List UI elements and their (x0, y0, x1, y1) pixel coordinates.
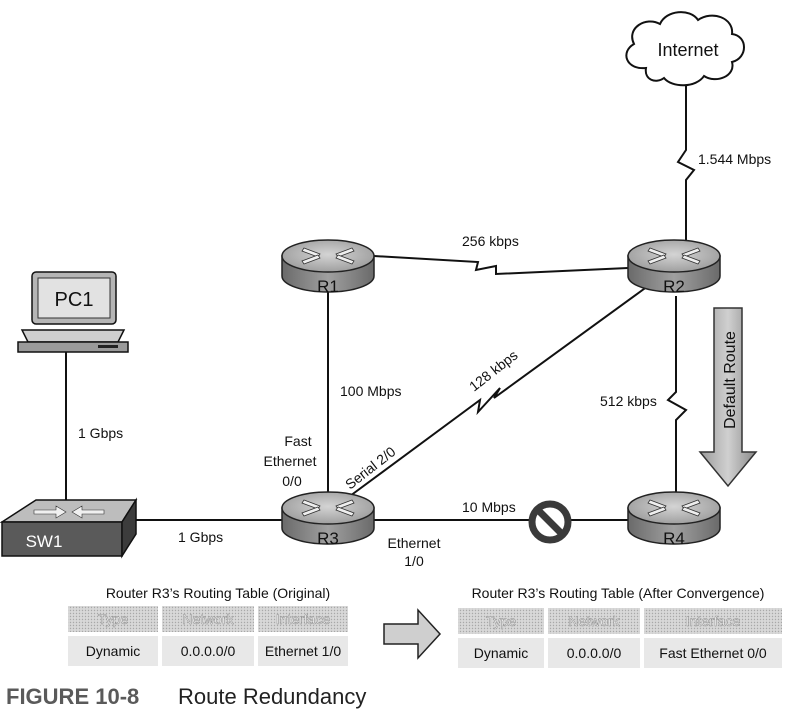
pc1-label: PC1 (55, 289, 94, 311)
table-cell-interface: Fast Ethernet 0/0 (659, 645, 767, 661)
table-header-type: Type (486, 613, 517, 629)
blocked-icon (528, 500, 572, 544)
interface-ethernet-line1: Ethernet (388, 535, 441, 551)
link-r1-r2 (373, 255, 629, 276)
default-route-label: Default Route (722, 331, 739, 429)
pc1: PC1 (17, 271, 129, 353)
router-r4-label: R4 (663, 529, 685, 548)
router-r2-label: R2 (663, 277, 685, 296)
interface-fast-ethernet-line3: 0/0 (282, 473, 302, 489)
table-title: Router R3’s Routing Table (After Converg… (472, 585, 765, 601)
router-r1: R1 (281, 239, 375, 296)
right-arrow-icon (383, 608, 442, 660)
sw1-label: SW1 (26, 532, 63, 551)
router-r2: R2 (627, 239, 721, 296)
interface-serial: Serial 2/0 (342, 443, 399, 492)
table-header-type: Type (98, 611, 129, 627)
link-label-internet-r2: 1.544 Mbps (698, 151, 771, 167)
link-internet-r2 (676, 84, 696, 240)
link-label-r2-r4: 512 kbps (600, 393, 657, 409)
link-r3-r2 (349, 285, 649, 497)
table-cell-network: 0.0.0.0/0 (181, 643, 236, 659)
internet-cloud: Internet (625, 11, 745, 87)
interface-ethernet-line2: 1/0 (404, 553, 424, 569)
links (65, 84, 696, 521)
switch-sw1: SW1 (0, 497, 138, 559)
table-title: Router R3’s Routing Table (Original) (106, 585, 330, 601)
down-arrow-icon (698, 307, 758, 488)
table-cell-network: 0.0.0.0/0 (567, 645, 622, 661)
caption-label: FIGURE 10-8 (6, 684, 139, 709)
switch-icon (0, 497, 138, 559)
table-cell-interface: Ethernet 1/0 (265, 643, 341, 659)
table-cell-type: Dynamic (474, 645, 528, 661)
interface-fast-ethernet-line1: Fast (284, 433, 311, 449)
link-label-sw1-r3: 1 Gbps (178, 529, 223, 545)
link-label-pc1-sw1: 1 Gbps (78, 425, 123, 441)
caption-title: Route Redundancy (178, 684, 366, 709)
computer-icon (17, 271, 129, 353)
cloud-icon (625, 11, 745, 87)
link-label-r3-r2: 128 kbps (466, 347, 521, 395)
router-r3-label: R3 (317, 529, 339, 548)
router-r1-label: R1 (317, 277, 339, 296)
router-r3: R3 (281, 491, 375, 548)
default-route-arrow: Default Route (698, 307, 758, 488)
internet-label: Internet (657, 40, 718, 60)
interface-fast-ethernet-line2: Ethernet (264, 453, 317, 469)
figure-caption: FIGURE 10-8 Route Redundancy (6, 684, 366, 709)
link-r2-r4 (666, 296, 688, 500)
table-cell-type: Dynamic (86, 643, 140, 659)
router-r4: R4 (627, 491, 721, 548)
table-header-network: Network (568, 613, 620, 629)
link-label-r1-r3: 100 Mbps (340, 383, 401, 399)
routing-table-after: Router R3’s Routing Table (After Converg… (458, 585, 782, 668)
table-header-interface: Interface (686, 613, 741, 629)
link-label-r3-r4: 10 Mbps (462, 499, 516, 515)
table-header-interface: Interface (276, 611, 331, 627)
link-label-r1-r2: 256 kbps (462, 233, 519, 249)
table-header-network: Network (182, 611, 234, 627)
routing-table-original: Router R3’s Routing Table (Original) Typ… (68, 585, 348, 666)
